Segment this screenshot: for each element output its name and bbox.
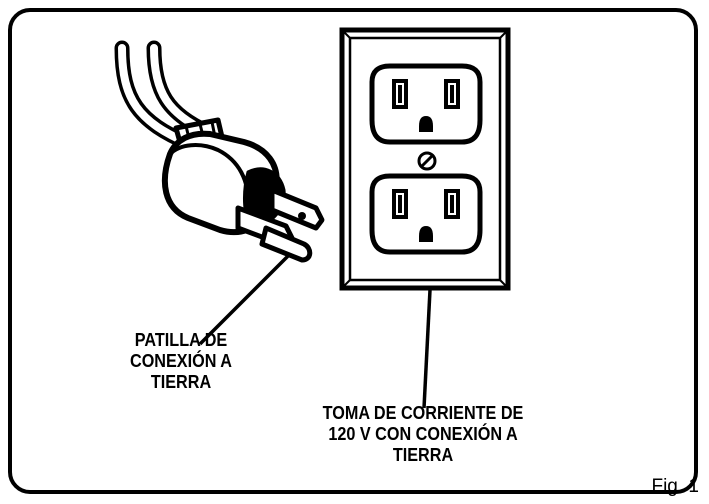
receptacle-top [369, 63, 483, 145]
ground-pin-label-line: PATILLA DE [134, 330, 228, 350]
figure-frame [8, 8, 698, 494]
ground-pin-label-line: TIERRA [150, 372, 212, 392]
ground-pin-leader [198, 254, 290, 346]
ground-pin-label-line: CONEXIÓN A [129, 351, 233, 371]
wall-outlet-icon [339, 27, 511, 291]
ground-pin [259, 225, 313, 263]
outlet-leader [422, 289, 432, 409]
ground-pin-label: PATILLA DE CONEXIÓN A TIERRA [105, 330, 258, 393]
illustration [114, 27, 511, 409]
receptacle-bottom [369, 173, 483, 255]
figure-number: Fig. 1 [651, 476, 699, 497]
outlet-label: TOMA DE CORRIENTE DE 120 V CON CONEXIÓN … [275, 403, 572, 466]
outlet-label-line: TOMA DE CORRIENTE DE [322, 403, 524, 423]
plug-prong-top [269, 187, 325, 231]
outlet-label-line: TIERRA [392, 445, 454, 465]
power-plug-icon [114, 40, 325, 263]
outlet-label-line: 120 V CON CONEXIÓN A [328, 424, 518, 444]
